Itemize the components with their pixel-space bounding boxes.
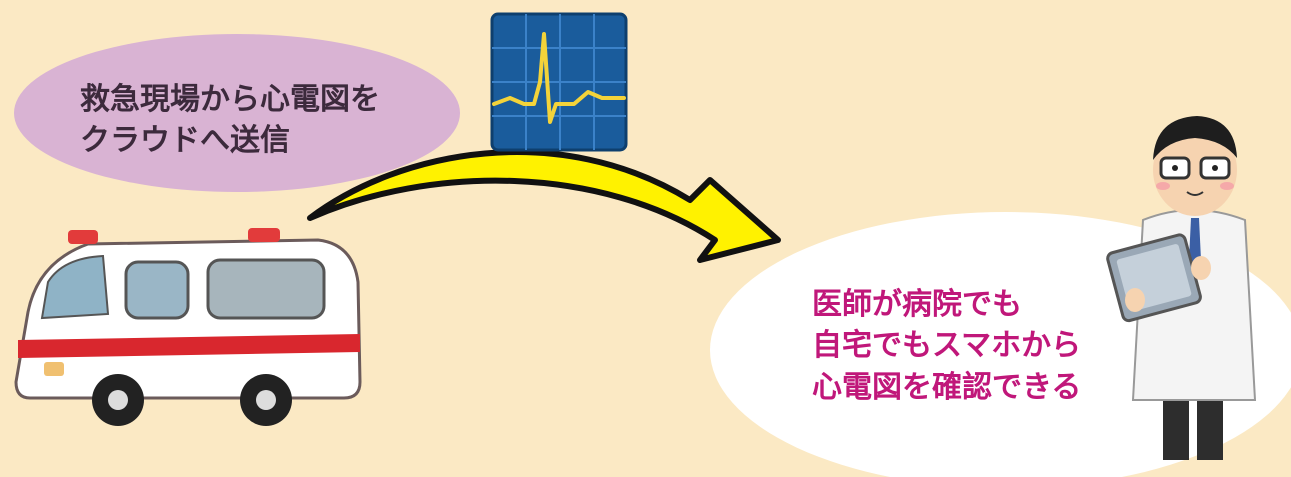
- ecg-monitor-icon: [490, 12, 628, 152]
- left-bubble-line-2: クラウドへ送信: [80, 122, 290, 158]
- right-bubble-text: 医師が病院でも 自宅でもスマホから 心電図を確認できる: [812, 284, 1081, 408]
- left-bubble-text: 救急現場から心電図を クラウドへ送信: [80, 80, 380, 161]
- ambulance-icon: [14, 228, 362, 426]
- right-bubble-line-3: 心電図を確認できる: [812, 369, 1082, 405]
- doctor-icon: [1106, 116, 1257, 460]
- right-bubble-line-2: 自宅でもスマホから: [812, 328, 1082, 364]
- right-bubble-line-1: 医師が病院でも: [812, 287, 1022, 322]
- left-bubble-line-1: 救急現場から心電図を: [80, 82, 380, 117]
